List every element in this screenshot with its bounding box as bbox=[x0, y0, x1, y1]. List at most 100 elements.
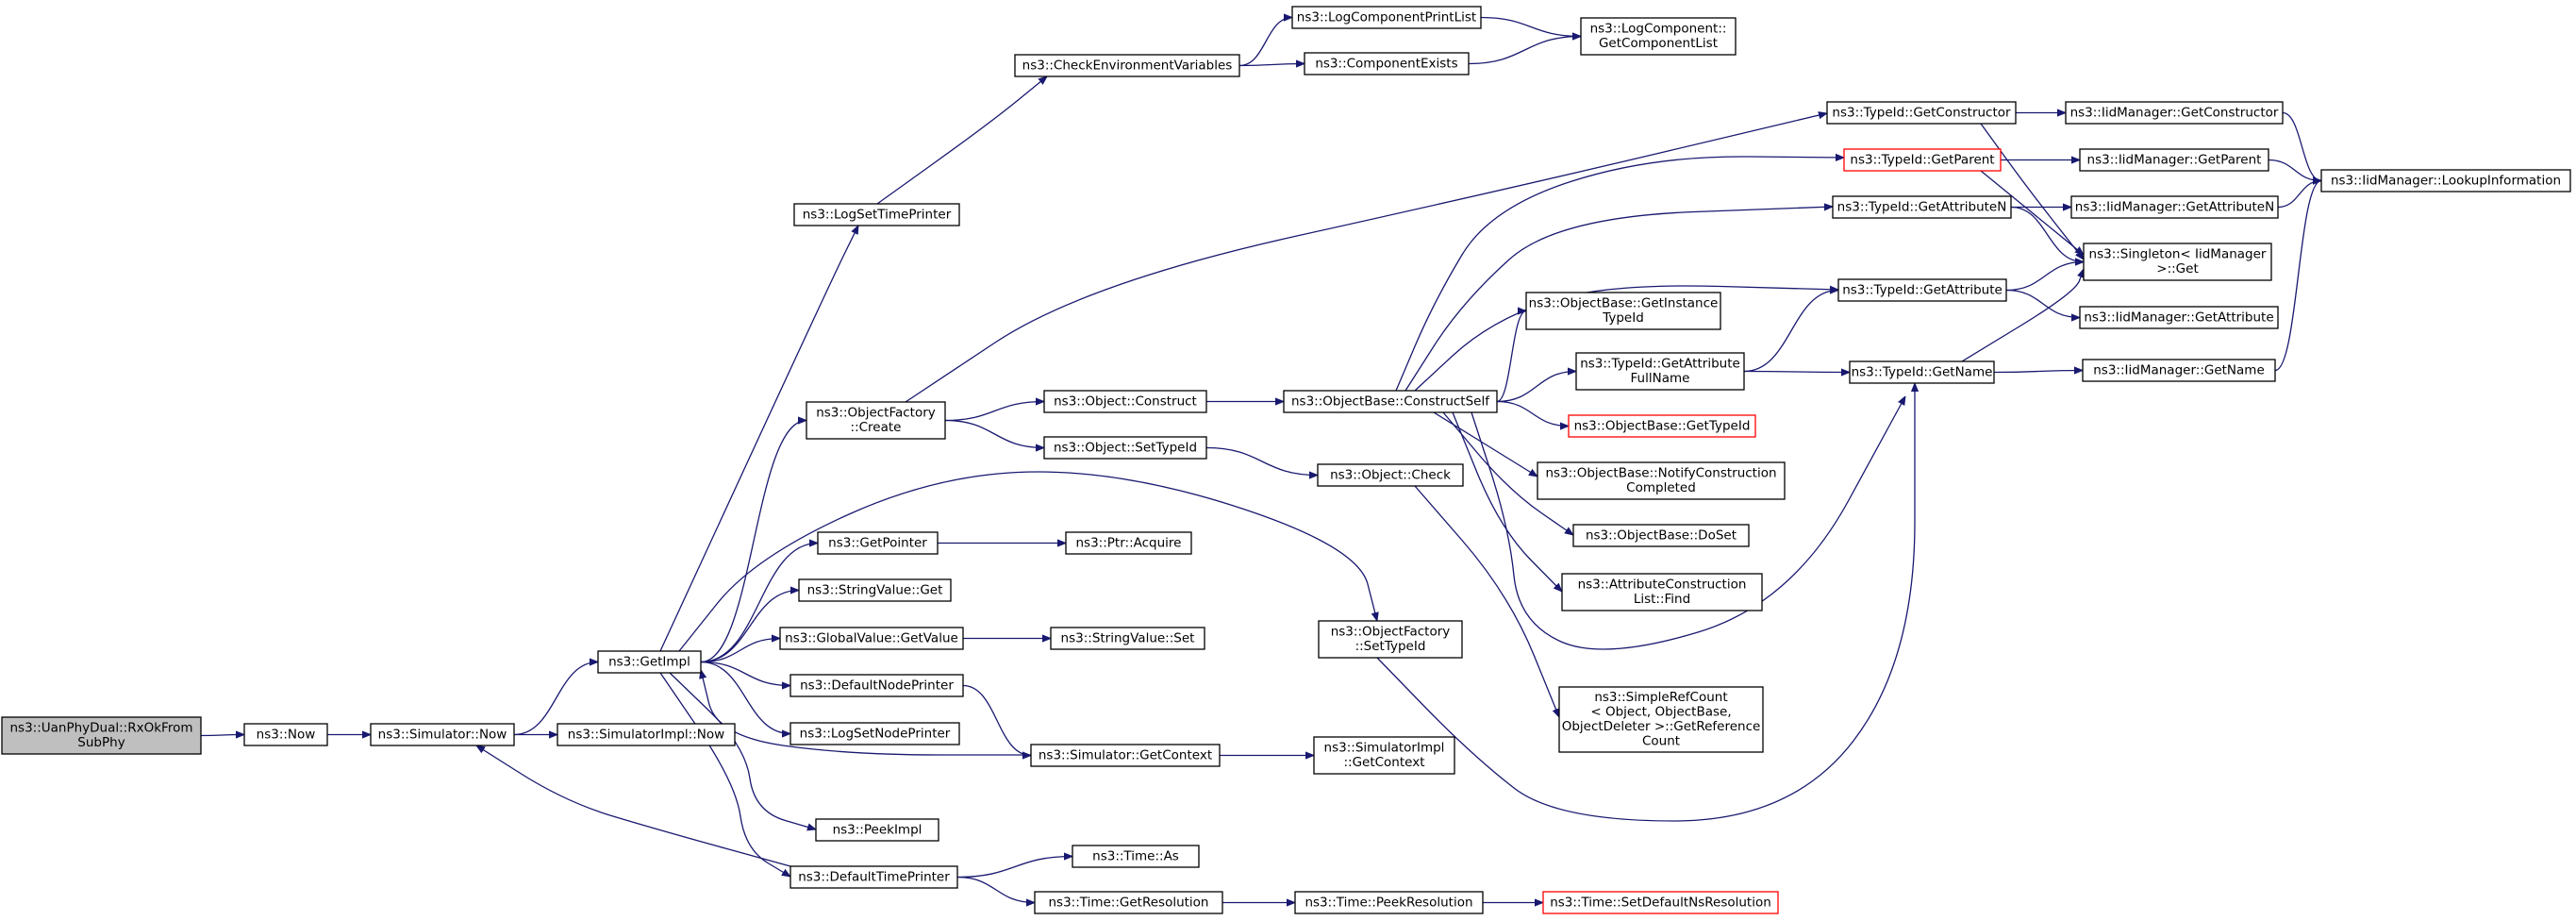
edge-tidgetattr-to-iidgetattr bbox=[2005, 289, 2080, 318]
node-label: ns3::Now bbox=[257, 727, 316, 742]
node-box bbox=[557, 723, 736, 746]
node-simimplnow[interactable]: ns3::SimulatorImpl::Now bbox=[557, 723, 736, 746]
edge-iidgetname-to-iidlookup bbox=[2274, 181, 2322, 372]
node-deftimeprinter[interactable]: ns3::DefaultTimePrinter bbox=[789, 865, 958, 889]
node-timegetres[interactable]: ns3::Time::GetResolution bbox=[1034, 891, 1223, 914]
edge-constructself-to-tidgetattrn bbox=[1404, 207, 1833, 392]
edge-ofcreate-to-objsettypeid bbox=[944, 419, 1044, 448]
node-iidgetparent[interactable]: ns3::IidManager::GetParent bbox=[2079, 148, 2269, 172]
node-label: FullName bbox=[1631, 371, 1690, 386]
node-label: Completed bbox=[1626, 480, 1696, 495]
node-label: ns3::TypeId::GetConstructor bbox=[1832, 105, 2011, 120]
node-label: ns3::LogComponent:: bbox=[1590, 22, 1727, 37]
node-simimplgetctx[interactable]: ns3::SimulatorImpl::GetContext bbox=[1313, 736, 1455, 775]
node-label: ns3::PeekImpl bbox=[833, 822, 922, 837]
node-tidgetparent[interactable]: ns3::TypeId::GetParent bbox=[1843, 148, 2002, 172]
node-label: ns3::StringValue::Get bbox=[807, 582, 943, 597]
node-box bbox=[806, 401, 946, 440]
node-getimpl[interactable]: ns3::GetImpl bbox=[597, 650, 702, 674]
node-iidgetconstructor[interactable]: ns3::IidManager::GetConstructor bbox=[2065, 101, 2284, 125]
edge-logcompprint-to-getcomplist bbox=[1480, 16, 1581, 37]
edge-iidgetattrn-to-iidlookup bbox=[2277, 181, 2322, 209]
node-iidgetname[interactable]: ns3::IidManager::GetName bbox=[2082, 359, 2276, 382]
node-ptracquire[interactable]: ns3::Ptr::Acquire bbox=[1065, 531, 1192, 555]
edge-constructself-to-getinstancetid bbox=[1496, 311, 1527, 403]
node-label: ObjectDeleter >::GetReference bbox=[1562, 719, 1761, 734]
node-label: ns3::LogSetTimePrinter bbox=[803, 207, 952, 222]
node-label: ns3::IidManager::LookupInformation bbox=[2331, 173, 2561, 188]
node-iidgetattrn[interactable]: ns3::IidManager::GetAttributeN bbox=[2070, 195, 2279, 219]
node-simgetctx[interactable]: ns3::Simulator::GetContext bbox=[1030, 744, 1221, 767]
node-logsetnode[interactable]: ns3::LogSetNodePrinter bbox=[789, 722, 960, 745]
node-label: ns3::Singleton< IidManager bbox=[2089, 247, 2267, 262]
node-label: ns3::Time::PeekResolution bbox=[1305, 895, 1472, 910]
edge-deftimeprinter-to-timegetres bbox=[956, 876, 1035, 903]
node-label: ns3::Time::As bbox=[1092, 848, 1179, 863]
node-label: ns3::TypeId::GetAttributeN bbox=[1837, 199, 2007, 214]
node-box bbox=[243, 723, 328, 746]
edge-getimpl-to-ofsettypeid bbox=[678, 471, 1377, 652]
node-timeas[interactable]: ns3::Time::As bbox=[1072, 845, 1200, 868]
node-box bbox=[1304, 52, 1470, 75]
node-label: List::Find bbox=[1634, 592, 1690, 607]
node-label: ns3::SimulatorImpl::Now bbox=[568, 727, 724, 742]
node-gvgetvalue[interactable]: ns3::GlobalValue::GetValue bbox=[779, 627, 964, 650]
edge-checkenv-to-compexists bbox=[1238, 64, 1305, 66]
edge-layer bbox=[200, 16, 2322, 903]
node-box bbox=[1849, 360, 1995, 384]
node-getcomplist[interactable]: ns3::LogComponent::GetComponentList bbox=[1580, 17, 1737, 56]
node-box bbox=[1318, 620, 1463, 659]
node-strvalget[interactable]: ns3::StringValue::Get bbox=[798, 578, 952, 602]
node-objsettypeid[interactable]: ns3::Object::SetTypeId bbox=[1043, 436, 1207, 460]
node-box bbox=[2083, 243, 2272, 281]
node-strvalset[interactable]: ns3::StringValue::Set bbox=[1050, 627, 1205, 650]
node-box bbox=[1065, 531, 1192, 555]
node-now[interactable]: ns3::Now bbox=[243, 723, 328, 746]
node-box bbox=[1832, 195, 2012, 219]
node-setdefns[interactable]: ns3::Time::SetDefaultNsResolution bbox=[1542, 891, 1779, 914]
node-label: ns3::StringValue::Set bbox=[1061, 630, 1195, 645]
node-getpointer[interactable]: ns3::GetPointer bbox=[817, 531, 939, 555]
node-ofcreate[interactable]: ns3::ObjectFactory::Create bbox=[806, 401, 946, 440]
edge-constructself-to-tidgetparent bbox=[1395, 157, 1844, 392]
node-tidgetconstructor[interactable]: ns3::TypeId::GetConstructor bbox=[1826, 101, 2017, 125]
node-notifyconst[interactable]: ns3::ObjectBase::NotifyConstructionCompl… bbox=[1537, 461, 1786, 500]
node-label: ns3::IidManager::GetName bbox=[2093, 362, 2265, 377]
node-checkenv[interactable]: ns3::CheckEnvironmentVariables bbox=[1014, 54, 1240, 77]
node-defnodeprinter[interactable]: ns3::DefaultNodePrinter bbox=[789, 674, 964, 697]
edge-ofcreate-to-objconstruct bbox=[944, 402, 1044, 422]
node-tidgetattrn[interactable]: ns3::TypeId::GetAttributeN bbox=[1832, 195, 2012, 219]
node-objcheck[interactable]: ns3::Object::Check bbox=[1317, 463, 1464, 487]
node-iidgetattr[interactable]: ns3::IidManager::GetAttribute bbox=[2079, 306, 2279, 329]
node-logcompprint[interactable]: ns3::LogComponentPrintList bbox=[1291, 6, 1482, 29]
node-label: ns3::Object::SetTypeId bbox=[1054, 440, 1197, 455]
node-constructself[interactable]: ns3::ObjectBase::ConstructSelf bbox=[1283, 390, 1498, 413]
node-objconstruct[interactable]: ns3::Object::Construct bbox=[1043, 390, 1207, 413]
node-label: ns3::CheckEnvironmentVariables bbox=[1022, 58, 1233, 73]
node-peekimpl[interactable]: ns3::PeekImpl bbox=[815, 818, 939, 842]
node-tidgetattr[interactable]: ns3::TypeId::GetAttribute bbox=[1837, 278, 2007, 302]
node-doset[interactable]: ns3::ObjectBase::DoSet bbox=[1572, 524, 1750, 547]
node-label: ns3::ObjectFactory bbox=[816, 406, 936, 421]
node-singletonget[interactable]: ns3::Singleton< IidManager>::Get bbox=[2083, 243, 2272, 281]
node-tidgetname[interactable]: ns3::TypeId::GetName bbox=[1849, 360, 1995, 384]
node-obgettypeid[interactable]: ns3::ObjectBase::GetTypeId bbox=[1568, 414, 1756, 438]
node-box bbox=[793, 203, 960, 226]
edge-tidgetattr-to-singletonget bbox=[2005, 262, 2084, 292]
edge-getimpl-to-gvgetvalue bbox=[700, 639, 780, 663]
edge-getimpl-to-ofcreate bbox=[700, 421, 806, 663]
node-simnow[interactable]: ns3::Simulator::Now bbox=[370, 723, 515, 746]
node-iidlookup[interactable]: ns3::IidManager::LookupInformation bbox=[2320, 169, 2571, 193]
node-ofsettypeid[interactable]: ns3::ObjectFactory::SetTypeId bbox=[1318, 620, 1463, 659]
node-simplerefcount[interactable]: ns3::SimpleRefCount< Object, ObjectBase,… bbox=[1558, 686, 1764, 753]
node-compexists[interactable]: ns3::ComponentExists bbox=[1304, 52, 1470, 75]
node-logsettime[interactable]: ns3::LogSetTimePrinter bbox=[793, 203, 960, 226]
edge-ofsettypeid-to-tidgetname bbox=[1376, 383, 1915, 822]
node-box bbox=[1030, 744, 1221, 767]
node-label: ns3::TypeId::GetAttribute bbox=[1580, 357, 1740, 372]
node-timepeekres[interactable]: ns3::Time::PeekResolution bbox=[1294, 891, 1484, 914]
